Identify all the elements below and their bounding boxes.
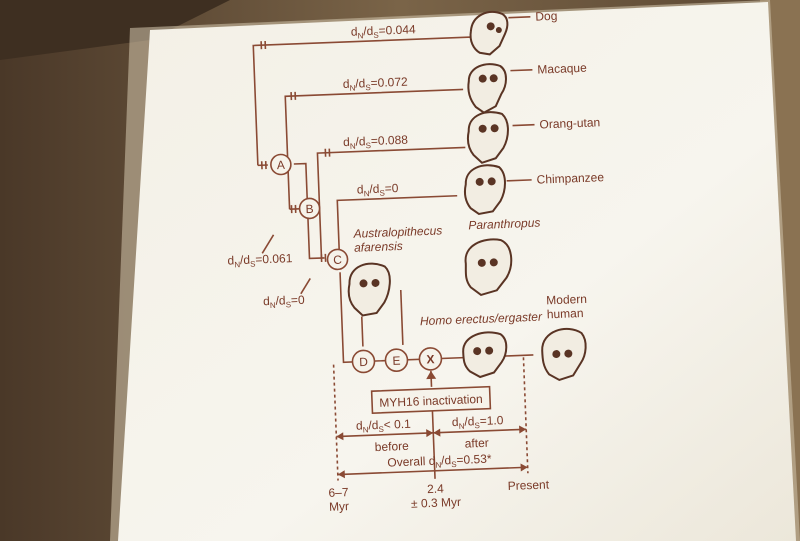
- svg-text:E: E: [392, 354, 401, 368]
- svg-text:B: B: [305, 202, 314, 216]
- australopithecus-skull-icon: [347, 262, 391, 317]
- tree-nodes: A B C D E X: [270, 153, 443, 374]
- node-b-ratio-label: dN/dS=0.061: [227, 251, 293, 269]
- dog-skull-icon: [469, 11, 509, 56]
- branch-marks: [260, 40, 331, 263]
- node-c: [326, 248, 349, 271]
- label-afarensis: afarensis: [354, 239, 403, 255]
- orangutan-ratio-label: dN/dS=0.088: [343, 133, 409, 151]
- time-start-a: 6–7: [328, 485, 349, 500]
- modern-human-skull-icon: [541, 328, 587, 382]
- skull-illustrations: [347, 11, 587, 382]
- macaque-skull-icon: [467, 63, 507, 114]
- label-human: human: [547, 306, 584, 321]
- svg-text:D: D: [359, 355, 369, 369]
- species-dog: Dog: [535, 9, 558, 24]
- node-c-ratio-label: dN/dS=0: [263, 293, 305, 311]
- homo-erectus-skull-icon: [462, 331, 508, 379]
- svg-text:X: X: [426, 352, 435, 366]
- label-homo-erectus: Homo erectus/ergaster: [420, 310, 544, 329]
- label-modern: Modern: [546, 292, 587, 308]
- after-ratio: dN/dS=1.0: [452, 413, 504, 431]
- before-ratio: dN/dS< 0.1: [356, 417, 412, 435]
- time-mid-b: ± 0.3 Myr: [411, 495, 461, 511]
- svg-text:C: C: [333, 253, 343, 267]
- up-arrow-icon: [426, 370, 437, 380]
- macaque-ratio-label: dN/dS=0.072: [343, 75, 409, 93]
- species-labels: Dog Macaque Orang-utan Chimpanzee: [506, 9, 605, 187]
- ceiling-shadow: [0, 0, 230, 60]
- timeline: dN/dS< 0.1 before dN/dS=1.0 after Overal…: [328, 357, 550, 514]
- node-d: [351, 349, 376, 374]
- event-label: MYH16 inactivation: [379, 392, 483, 410]
- orangutan-skull-icon: [466, 111, 509, 164]
- chimp-ratio-label: dN/dS=0: [357, 181, 399, 199]
- branch-ratios: dN/dS=0.044 dN/dS=0.072 dN/dS=0.088 dN/d…: [227, 22, 417, 311]
- chimpanzee-skull-icon: [463, 164, 506, 215]
- after-label: after: [464, 436, 489, 451]
- hominin-labels: Australopithecus afarensis Paranthropus …: [352, 216, 587, 329]
- node-x: [418, 347, 443, 371]
- label-australopithecus: Australopithecus: [352, 223, 442, 240]
- time-start-b: Myr: [329, 499, 350, 514]
- species-orangutan: Orang-utan: [539, 115, 600, 131]
- event-box: [370, 385, 492, 414]
- time-mid-a: 2.4: [427, 481, 445, 496]
- node-a: [270, 153, 292, 176]
- inactivation-event: MYH16 inactivation: [370, 370, 492, 414]
- before-label: before: [375, 439, 410, 454]
- node-e: [384, 348, 409, 373]
- node-b: [298, 197, 321, 220]
- dog-ratio-label: dN/dS=0.044: [351, 22, 417, 40]
- species-chimpanzee: Chimpanzee: [536, 170, 604, 187]
- species-macaque: Macaque: [537, 61, 587, 77]
- time-present: Present: [507, 477, 550, 493]
- paranthropus-skull-icon: [464, 238, 513, 297]
- svg-text:A: A: [277, 158, 286, 172]
- label-paranthropus: Paranthropus: [468, 216, 541, 233]
